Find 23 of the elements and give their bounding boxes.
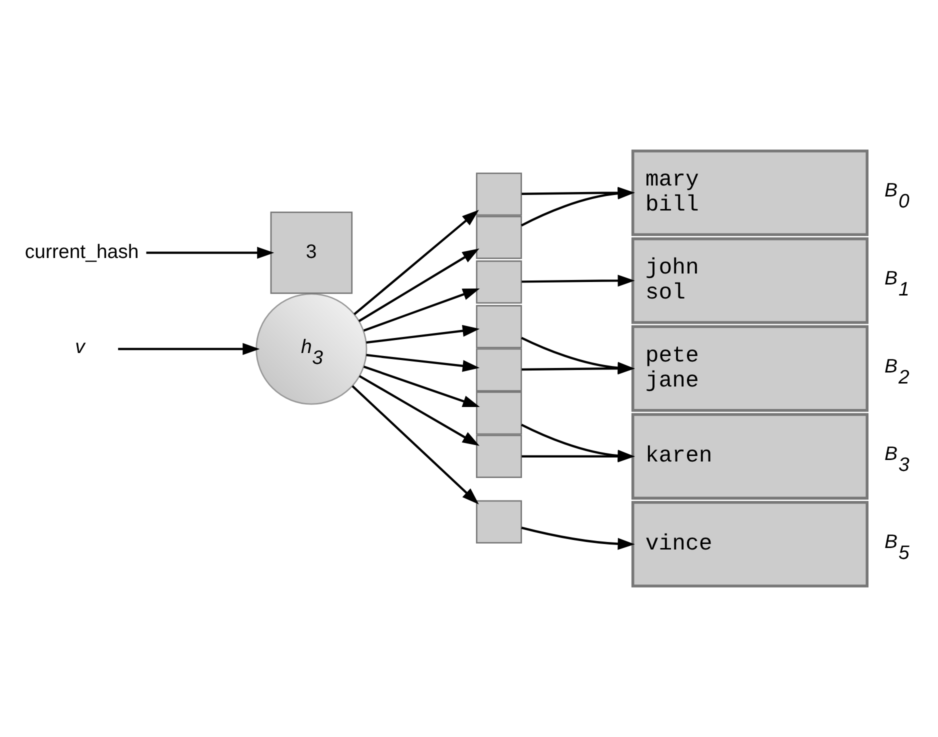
arrow (363, 288, 480, 332)
node-box (476, 500, 522, 544)
node-box (476, 172, 522, 216)
arrow (366, 354, 480, 372)
arrow (358, 375, 480, 446)
node-text: v (75, 336, 85, 358)
node-box (476, 216, 522, 260)
node-box (476, 392, 522, 435)
node-box (476, 260, 522, 304)
arrow (521, 526, 635, 550)
arrow (354, 210, 479, 316)
arrow (363, 366, 480, 407)
arrow (358, 248, 480, 322)
node-text: current_hash (24, 240, 139, 263)
node-box: 3 (270, 212, 353, 294)
arrow (366, 324, 480, 344)
arrow (118, 343, 260, 355)
node-box (476, 305, 522, 348)
arrow (522, 274, 635, 287)
arrow (352, 385, 479, 504)
node-box (476, 348, 522, 392)
arrow (146, 246, 274, 259)
node-box (476, 434, 522, 478)
